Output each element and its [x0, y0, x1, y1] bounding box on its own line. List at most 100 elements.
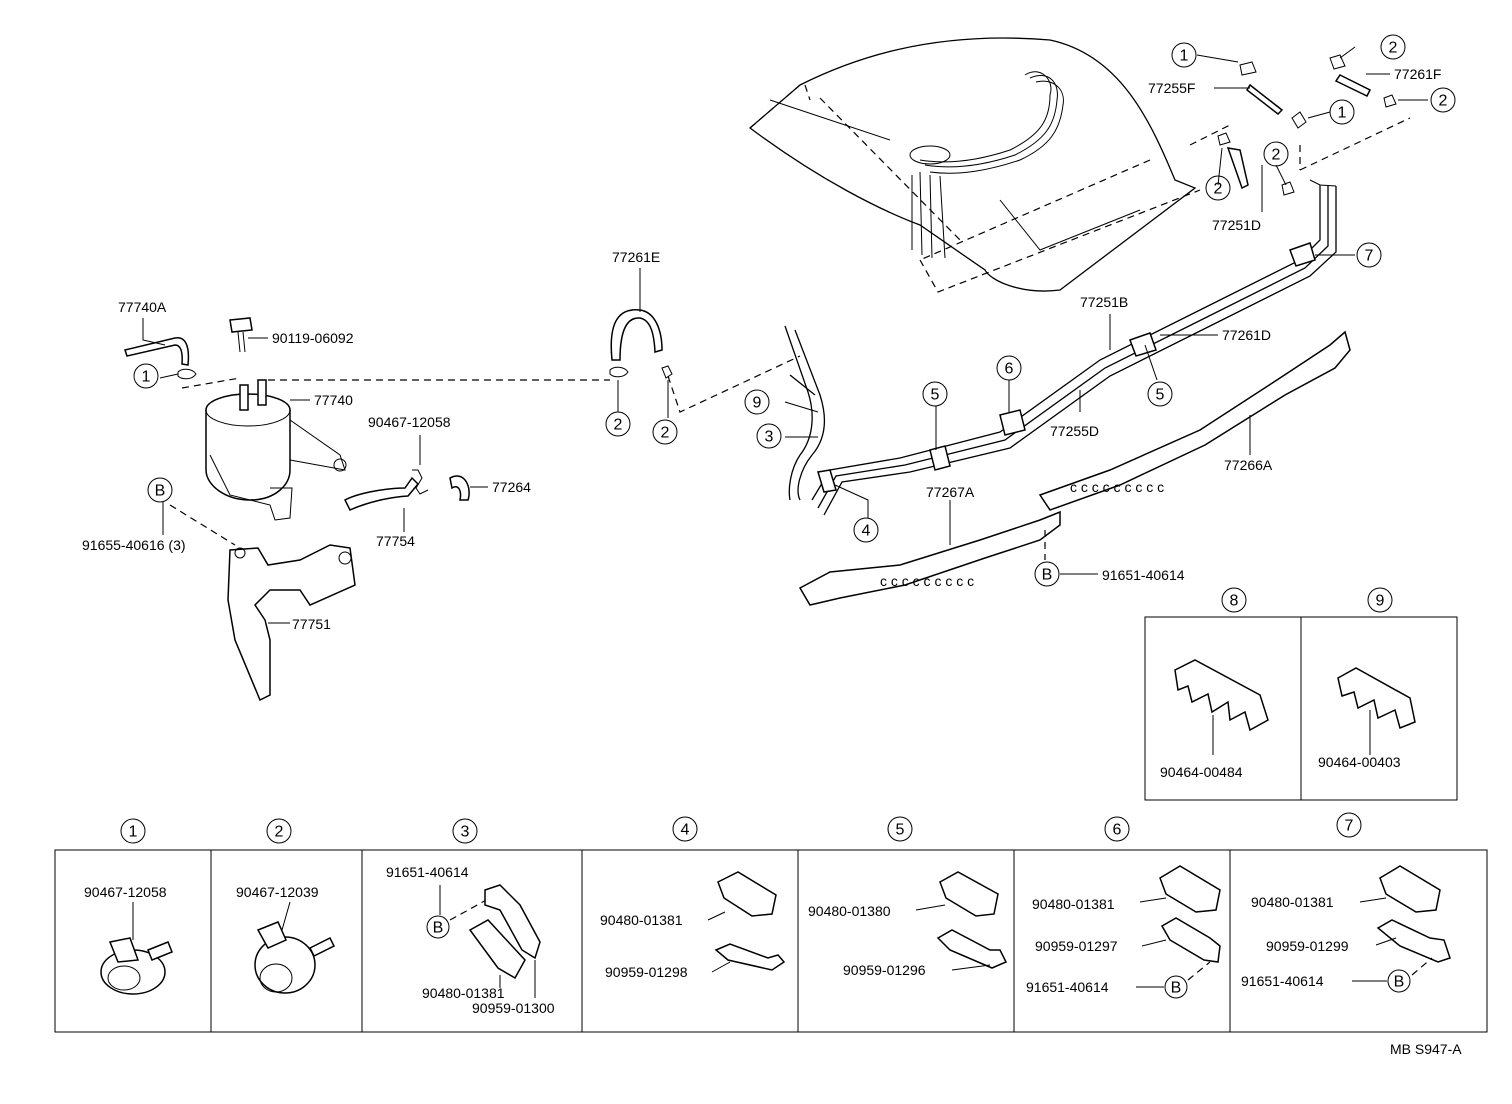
svg-text:B: B — [1171, 980, 1182, 997]
bracket-90959-01299-drawing — [1376, 919, 1451, 963]
callout-6-clip: 6 — [996, 355, 1022, 381]
svg-text:6: 6 — [1113, 822, 1122, 839]
label-77261e: 77261E — [612, 249, 660, 265]
table-col-2-number: 2 — [266, 818, 292, 844]
label-91655-40616: 91655-40616 (3) — [82, 537, 186, 553]
callout-2-hose-b: 2 — [652, 419, 678, 445]
inset-8-number: 8 — [1221, 587, 1247, 613]
c3-part-b: 90480-01381 — [422, 985, 505, 1001]
c3-part-c: 90959-01300 — [472, 1000, 555, 1016]
inset-clamps: 8 9 90464-00484 90464-00403 — [1144, 587, 1458, 801]
svg-text:1: 1 — [142, 369, 151, 386]
c6-part-a: 90480-01381 — [1032, 896, 1115, 912]
label-77261d: 77261D — [1222, 327, 1271, 343]
fuel-line-bundle — [784, 54, 1397, 516]
callout-1-top-a: 1 — [1171, 42, 1197, 68]
callout-2-top-c: 2 — [1263, 141, 1289, 167]
callout-1-top-b: 1 — [1329, 99, 1355, 125]
svg-text:5: 5 — [1156, 387, 1165, 404]
svg-text:3: 3 — [461, 824, 470, 841]
svg-text:5: 5 — [931, 387, 940, 404]
clamp-90467-12058-drawing — [100, 937, 173, 995]
fuel-line-protectors: c c c c c c c c c c c c c c c c c c — [798, 330, 1351, 606]
clamp-90464-00484-drawing — [1174, 659, 1269, 755]
svg-text:2: 2 — [1272, 147, 1281, 164]
c2-part: 90467-12039 — [236, 884, 319, 900]
table-col-4-number: 4 — [672, 816, 698, 842]
callout-5-clip-a: 5 — [922, 381, 948, 407]
callout-b-protector: B — [1034, 561, 1060, 587]
svg-text:4: 4 — [862, 523, 871, 540]
bracket-90959-01297-drawing — [1160, 917, 1221, 963]
callout-3-lines: 3 — [756, 423, 782, 449]
fuel-tank — [748, 37, 1411, 293]
c7-marker-b: B — [1387, 969, 1411, 993]
protector-pattern-a: c c c c c c c c c — [880, 573, 974, 589]
c7-part-a: 90480-01381 — [1251, 894, 1334, 910]
svg-text:3: 3 — [765, 429, 774, 446]
svg-text:2: 2 — [275, 824, 284, 841]
label-77740: 77740 — [314, 392, 353, 408]
svg-text:9: 9 — [1376, 593, 1385, 610]
clamp-90464-00403-drawing — [1337, 667, 1416, 755]
svg-text:8: 8 — [1230, 593, 1239, 610]
label-90464-00484: 90464-00484 — [1160, 764, 1243, 780]
clamp-90480-01381-col6-drawing — [1159, 865, 1221, 913]
bracket-90959-01298-drawing — [714, 943, 786, 971]
c4-part-a: 90480-01381 — [600, 912, 683, 928]
table-col-6-number: 6 — [1104, 816, 1130, 842]
c6-part-b: 90959-01297 — [1035, 938, 1118, 954]
callout-b-canister: B — [147, 477, 173, 503]
callout-4-lines: 4 — [853, 517, 879, 543]
svg-text:7: 7 — [1365, 248, 1374, 265]
c3-part-a: 91651-40614 — [386, 864, 469, 880]
label-77261f: 77261F — [1394, 66, 1441, 82]
svg-text:B: B — [155, 483, 166, 500]
svg-text:5: 5 — [896, 822, 905, 839]
clamp-90480-01381-col7-drawing — [1379, 865, 1441, 913]
svg-text:B: B — [433, 920, 444, 937]
clamp-reference-table: 1 2 3 4 5 6 7 90467-12058 90467-12039 91… — [54, 812, 1488, 1033]
label-90119-06092: 90119-06092 — [272, 330, 354, 346]
svg-text:1: 1 — [1338, 105, 1347, 122]
protector-pattern-b: c c c c c c c c c — [1070, 479, 1164, 495]
svg-text:2: 2 — [614, 417, 623, 434]
svg-text:B: B — [1394, 974, 1405, 991]
clamp-90480-01381-col3-drawing — [468, 919, 526, 980]
bracket-90959-01300-drawing — [484, 884, 541, 960]
c5-part-b: 90959-01296 — [843, 962, 926, 978]
label-77751: 77751 — [292, 616, 331, 632]
label-77740a: 77740A — [118, 299, 167, 315]
label-77251b: 77251B — [1080, 294, 1128, 310]
c5-part-a: 90480-01380 — [808, 903, 891, 919]
svg-text:1: 1 — [129, 824, 138, 841]
c7-part-b: 90959-01299 — [1266, 938, 1349, 954]
svg-text:2: 2 — [1439, 93, 1448, 110]
svg-text:2: 2 — [661, 425, 670, 442]
inset-9-number: 9 — [1367, 587, 1393, 613]
label-77251d: 77251D — [1212, 217, 1261, 233]
svg-text:4: 4 — [681, 822, 690, 839]
callout-markers: 1 B 2 2 9 3 4 5 6 5 7 1 2 2 1 2 2 B — [133, 34, 1456, 587]
svg-text:7: 7 — [1345, 818, 1354, 835]
callout-5-clip-b: 5 — [1147, 381, 1173, 407]
part-labels: 77740A 90119-06092 77740 90467-12058 772… — [82, 66, 1441, 632]
c6-marker-b: B — [1164, 975, 1188, 999]
hose-77261e — [609, 309, 801, 413]
label-90467-12058: 90467-12058 — [368, 414, 451, 430]
table-col-7-number: 7 — [1336, 812, 1362, 838]
c6-part-c: 91651-40614 — [1026, 979, 1109, 995]
svg-text:6: 6 — [1005, 361, 1014, 378]
svg-text:B: B — [1042, 567, 1053, 584]
label-77266a: 77266A — [1224, 457, 1273, 473]
callout-2-top-d: 2 — [1205, 175, 1231, 201]
svg-text:2: 2 — [1389, 40, 1398, 57]
svg-text:9: 9 — [753, 395, 762, 412]
callout-2-top-b: 2 — [1430, 87, 1456, 113]
table-col-1-number: 1 — [120, 818, 146, 844]
table-col-5-number: 5 — [887, 816, 913, 842]
c4-part-b: 90959-01298 — [605, 964, 688, 980]
c3-marker-b: B — [426, 915, 450, 939]
label-90464-00403: 90464-00403 — [1318, 754, 1401, 770]
